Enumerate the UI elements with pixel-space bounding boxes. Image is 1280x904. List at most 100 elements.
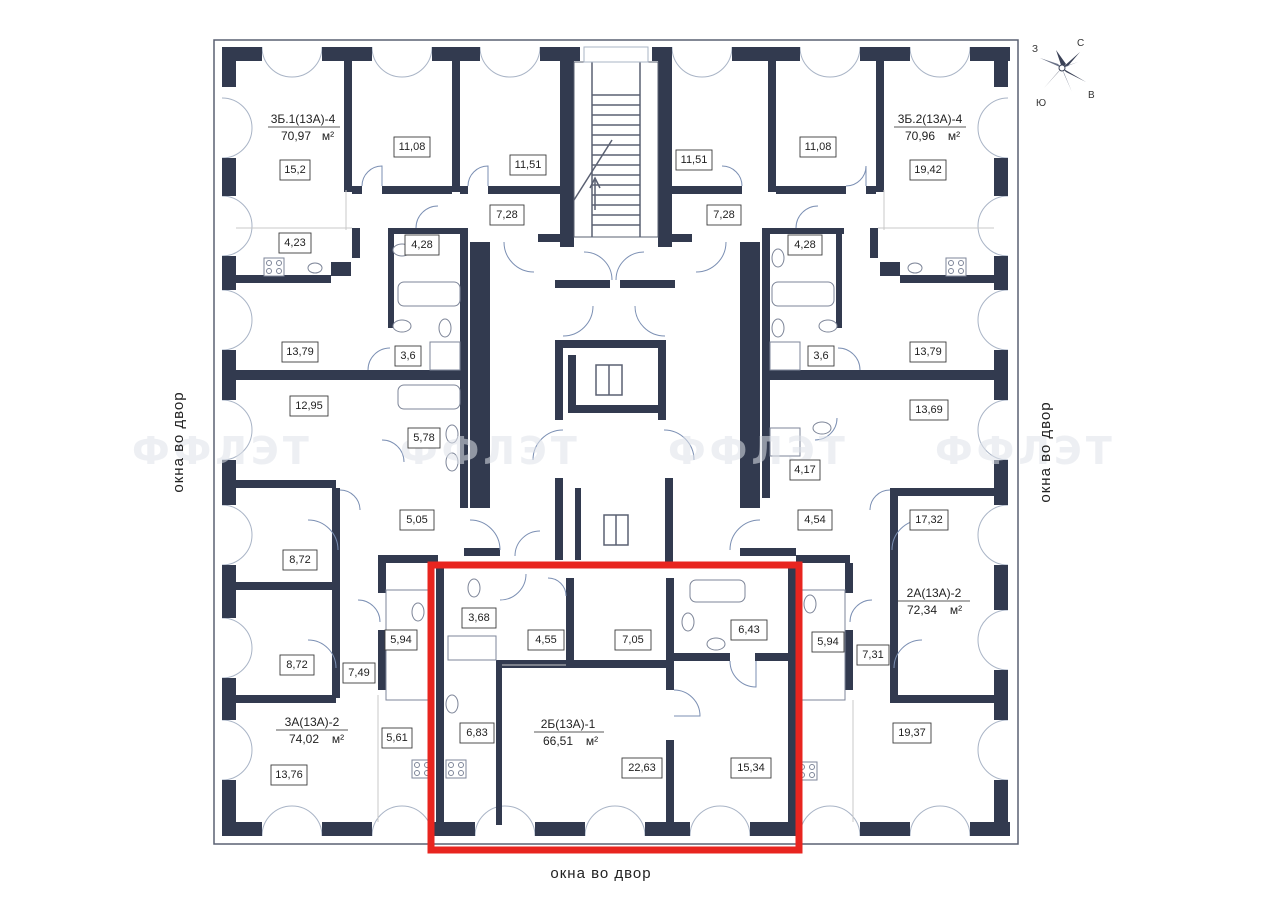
room-area: 13,79 <box>909 341 947 363</box>
compass-icon: С З Ю В <box>1032 38 1095 109</box>
svg-text:13,79: 13,79 <box>286 346 314 358</box>
room-area: 15,2 <box>279 159 311 181</box>
room-labels: 15,2 11,08 11,51 11,51 11,08 19,42 4,23 … <box>270 136 949 786</box>
svg-text:74,02: 74,02 <box>289 732 319 746</box>
svg-text:11,51: 11,51 <box>515 159 542 171</box>
svg-text:ФФЛЭТ: ФФЛЭТ <box>935 429 1116 473</box>
room-area: 13,69 <box>909 399 949 421</box>
apartment-2a: 2А(13А)-2 72,34 м² <box>898 586 970 617</box>
svg-text:4,28: 4,28 <box>794 239 815 251</box>
elevators <box>595 364 629 546</box>
svg-text:ФФЛЭТ: ФФЛЭТ <box>132 429 313 473</box>
room-area: 4,54 <box>797 509 833 531</box>
svg-text:66,51: 66,51 <box>543 734 573 748</box>
room-area: 19,37 <box>892 722 932 744</box>
door-swings <box>307 165 923 717</box>
svg-text:19,37: 19,37 <box>898 727 926 739</box>
svg-text:19,42: 19,42 <box>914 164 942 176</box>
compass-west: З <box>1032 44 1038 55</box>
windows-caption-bottom: окна во двор <box>550 865 651 882</box>
room-area: 13,76 <box>270 764 308 786</box>
room-area: 3,68 <box>461 607 497 629</box>
svg-text:2А(13А)-2: 2А(13А)-2 <box>907 586 962 600</box>
apartment-2b: 2Б(13А)-1 66,51 м² <box>534 717 604 748</box>
svg-text:5,61: 5,61 <box>386 732 407 744</box>
svg-text:3,68: 3,68 <box>468 612 489 624</box>
svg-text:м²: м² <box>322 129 334 143</box>
svg-text:5,05: 5,05 <box>406 514 427 526</box>
svg-text:5,94: 5,94 <box>390 634 411 646</box>
room-area: 4,28 <box>787 234 823 256</box>
apartment-3b1: 3Б.1(13А)-4 70,97 м² <box>268 112 340 143</box>
svg-text:м²: м² <box>332 732 344 746</box>
compass-north: С <box>1077 38 1084 49</box>
svg-text:3Б.2(13А)-4: 3Б.2(13А)-4 <box>898 112 963 126</box>
svg-text:м²: м² <box>948 129 960 143</box>
svg-text:4,28: 4,28 <box>411 239 432 251</box>
svg-text:ФФЛЭТ: ФФЛЭТ <box>668 429 849 473</box>
svg-text:6,43: 6,43 <box>738 624 759 636</box>
svg-text:4,23: 4,23 <box>284 237 305 249</box>
svg-text:13,76: 13,76 <box>275 769 303 781</box>
exterior-walls <box>222 47 1010 836</box>
room-area: 4,55 <box>527 629 565 651</box>
room-area: 17,32 <box>909 509 949 531</box>
svg-text:3Б.1(13А)-4: 3Б.1(13А)-4 <box>271 112 336 126</box>
svg-text:11,08: 11,08 <box>805 141 832 153</box>
svg-text:17,32: 17,32 <box>915 514 943 526</box>
room-area: 3,6 <box>807 345 835 367</box>
room-area: 4,28 <box>404 234 440 256</box>
svg-text:7,28: 7,28 <box>496 209 517 221</box>
svg-text:4,17: 4,17 <box>794 464 815 476</box>
svg-text:8,72: 8,72 <box>286 659 307 671</box>
svg-text:2Б(13А)-1: 2Б(13А)-1 <box>541 717 596 731</box>
windows-caption-right: окна во двор <box>1037 401 1054 502</box>
room-area: 5,05 <box>399 509 435 531</box>
svg-text:13,69: 13,69 <box>915 404 943 416</box>
room-area: 3,6 <box>394 345 422 367</box>
room-area: 15,34 <box>730 757 772 779</box>
zone-dividers <box>236 190 994 822</box>
room-area: 5,78 <box>407 427 441 449</box>
staircase <box>573 46 659 238</box>
svg-text:5,78: 5,78 <box>413 432 434 444</box>
room-area: 6,43 <box>730 619 768 641</box>
compass-east: В <box>1088 90 1095 101</box>
svg-text:7,05: 7,05 <box>622 634 643 646</box>
apartment-3b2: 3Б.2(13А)-4 70,96 м² <box>894 112 966 143</box>
room-area: 7,49 <box>342 662 376 684</box>
svg-text:7,49: 7,49 <box>348 667 369 679</box>
room-area: 5,61 <box>381 727 413 749</box>
svg-text:15,2: 15,2 <box>284 164 305 176</box>
svg-text:15,34: 15,34 <box>737 762 765 774</box>
room-area: 7,28 <box>706 204 742 226</box>
windows-caption-left: окна во двор <box>170 391 187 492</box>
svg-text:7,31: 7,31 <box>862 649 883 661</box>
room-area: 6,83 <box>459 722 495 744</box>
svg-text:5,94: 5,94 <box>817 636 838 648</box>
room-area: 11,08 <box>799 136 837 158</box>
svg-text:м²: м² <box>586 734 598 748</box>
room-area: 7,05 <box>614 629 652 651</box>
window-arcs <box>221 46 1009 837</box>
svg-text:13,79: 13,79 <box>914 346 942 358</box>
svg-text:4,55: 4,55 <box>535 634 556 646</box>
svg-text:3А(13А)-2: 3А(13А)-2 <box>285 715 340 729</box>
room-area: 4,17 <box>789 459 821 481</box>
room-area: 11,51 <box>675 149 713 171</box>
room-area: 5,94 <box>811 631 845 653</box>
svg-text:м²: м² <box>950 603 962 617</box>
room-area: 11,08 <box>393 136 431 158</box>
room-area: 22,63 <box>621 757 663 779</box>
svg-text:6,83: 6,83 <box>466 727 487 739</box>
svg-text:70,97: 70,97 <box>281 129 311 143</box>
building-outline <box>213 39 1019 845</box>
selected-apartment-highlight[interactable] <box>427 561 803 854</box>
apartment-3a: 3А(13А)-2 74,02 м² <box>276 715 348 746</box>
compass-south: Ю <box>1036 98 1046 109</box>
svg-text:12,95: 12,95 <box>295 400 323 412</box>
watermark: ФФЛЭТ ФФЛЭТ ФФЛЭТ ФФЛЭТ <box>132 429 1116 473</box>
svg-text:3,6: 3,6 <box>400 350 415 362</box>
svg-text:72,34: 72,34 <box>907 603 937 617</box>
